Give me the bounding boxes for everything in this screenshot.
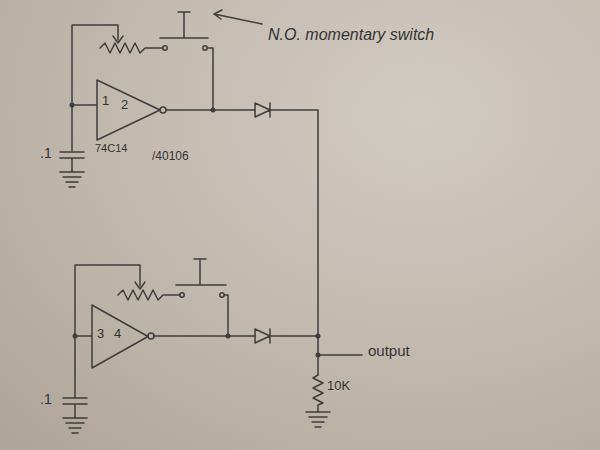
junction-dot	[316, 334, 321, 339]
diode-symbol	[255, 329, 270, 343]
part-number: 74C14	[95, 142, 127, 154]
pin-number: 1	[102, 94, 109, 108]
feedback-wire	[72, 25, 118, 105]
wiper-arrow	[113, 36, 123, 43]
inverter-outline	[97, 80, 160, 140]
inverter-gate: 34	[92, 305, 148, 368]
feedback-wire	[224, 295, 228, 336]
feedback-wire	[207, 48, 213, 110]
part-number: /40106	[152, 150, 189, 163]
resistor-symbol	[313, 375, 323, 412]
resistor-value: 10K	[327, 379, 350, 393]
junction-dot	[70, 103, 75, 108]
feedback-wire	[75, 265, 140, 336]
annotation-arrow	[214, 10, 262, 24]
inverter-bubble	[148, 333, 154, 339]
diode-symbol	[255, 103, 270, 117]
pushbutton-symbol	[176, 259, 226, 285]
signal-name: output	[368, 343, 410, 360]
inverter-triangle	[92, 305, 148, 368]
junction-dot	[226, 334, 231, 339]
junction-dot	[211, 108, 216, 113]
pin-number: 3	[97, 327, 104, 341]
ground-symbol	[306, 412, 330, 427]
capacitor-value: .1	[40, 392, 52, 407]
ground-symbol	[63, 418, 87, 433]
junction-dots	[70, 103, 321, 358]
switch-contact	[163, 46, 167, 50]
capacitor-symbol	[60, 105, 84, 172]
inverter-triangle	[97, 80, 160, 140]
input-wire	[72, 104, 97, 106]
potentiometer-symbol	[118, 290, 180, 300]
pin-number: 4	[114, 327, 121, 341]
inverter-bubble	[160, 107, 166, 113]
wiper-arrow	[135, 282, 145, 289]
output-tap-wire	[318, 354, 362, 356]
junction-dot	[73, 334, 78, 339]
potentiometer-symbol	[100, 43, 163, 53]
switch-contact	[180, 293, 184, 297]
ground-symbol	[60, 172, 84, 187]
capacitor-value: .1	[40, 146, 52, 161]
inverter-gate: 1274C14	[97, 80, 160, 140]
output-wire	[154, 335, 255, 337]
pushbutton-symbol	[160, 12, 208, 38]
capacitor-symbol	[63, 336, 87, 418]
annotation-note: N.O. momentary switch	[268, 26, 434, 44]
output-wire	[270, 335, 318, 337]
pencil-lines	[60, 10, 362, 433]
output-bus-wire	[270, 110, 318, 375]
junction-dot	[316, 353, 321, 358]
input-wire	[75, 335, 92, 337]
pin-number: 2	[121, 98, 128, 112]
